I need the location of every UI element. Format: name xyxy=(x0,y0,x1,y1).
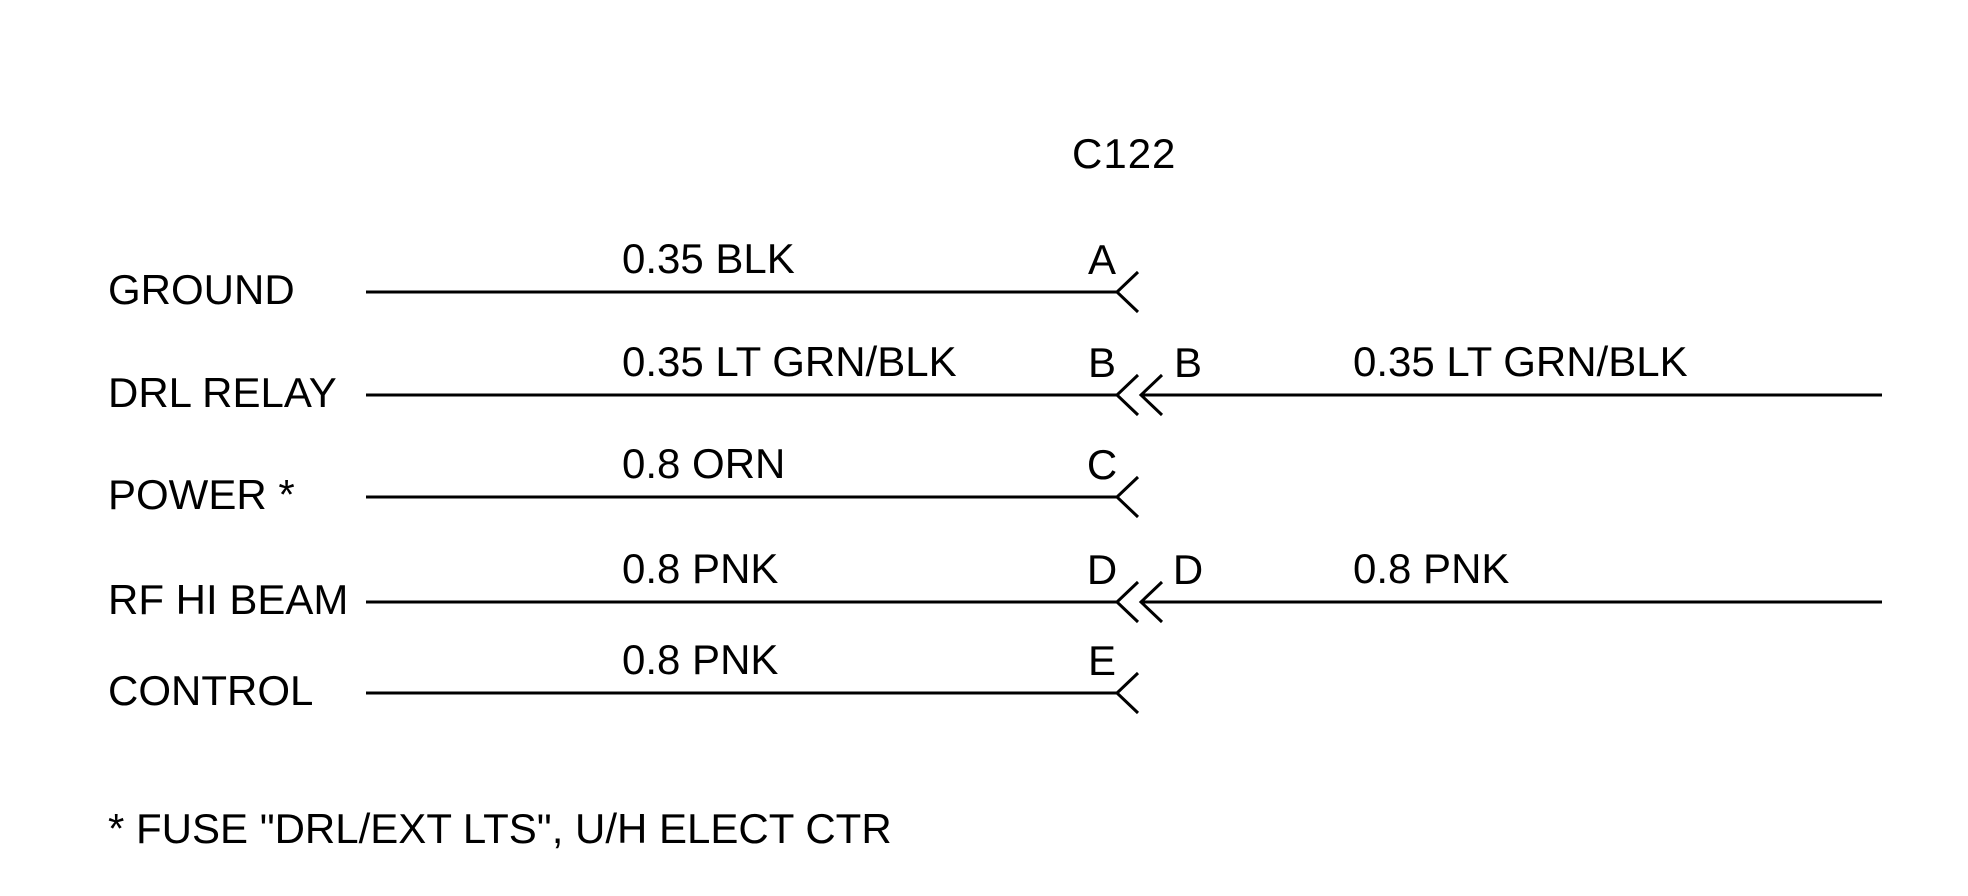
pin-c-letter: C xyxy=(1086,441,1118,488)
pin-b-letter-left: B xyxy=(1087,339,1116,386)
signal-label-rf-hi-beam: RF HI BEAM xyxy=(108,576,349,623)
pin-c-terminal-icon xyxy=(1114,475,1140,519)
connector-title: C122 xyxy=(1072,130,1177,177)
signal-label-drl-relay: DRL RELAY xyxy=(108,369,337,416)
fuse-footnote: * FUSE "DRL/EXT LTS", U/H ELECT CTR xyxy=(108,805,892,852)
wire-color-label-rf-hi-beam-right: 0.8 PNK xyxy=(1353,545,1510,592)
pin-b-letter-right: B xyxy=(1173,339,1202,386)
pin-d-letter-right: D xyxy=(1172,546,1204,593)
pin-d-terminal-left-icon xyxy=(1114,580,1140,624)
pin-a-letter: A xyxy=(1087,236,1116,283)
pin-b-terminal-left-icon xyxy=(1114,373,1140,417)
wire-color-label-drl-relay-right: 0.35 LT GRN/BLK xyxy=(1353,338,1688,385)
wire-color-label-drl-relay-left: 0.35 LT GRN/BLK xyxy=(622,338,957,385)
pin-d-letter-left: D xyxy=(1086,546,1118,593)
pin-e-terminal-icon xyxy=(1114,671,1140,715)
signal-label-control: CONTROL xyxy=(108,667,314,714)
wire-color-label-power: 0.8 ORN xyxy=(622,440,786,487)
signal-label-power: POWER * xyxy=(108,471,295,518)
wire-color-label-ground: 0.35 BLK xyxy=(622,235,795,282)
pin-e-letter: E xyxy=(1087,637,1116,684)
wire-color-label-rf-hi-beam-left: 0.8 PNK xyxy=(622,545,779,592)
pin-a-terminal-icon xyxy=(1114,270,1140,314)
wire-color-label-control: 0.8 PNK xyxy=(622,636,779,683)
signal-label-ground: GROUND xyxy=(108,266,295,313)
